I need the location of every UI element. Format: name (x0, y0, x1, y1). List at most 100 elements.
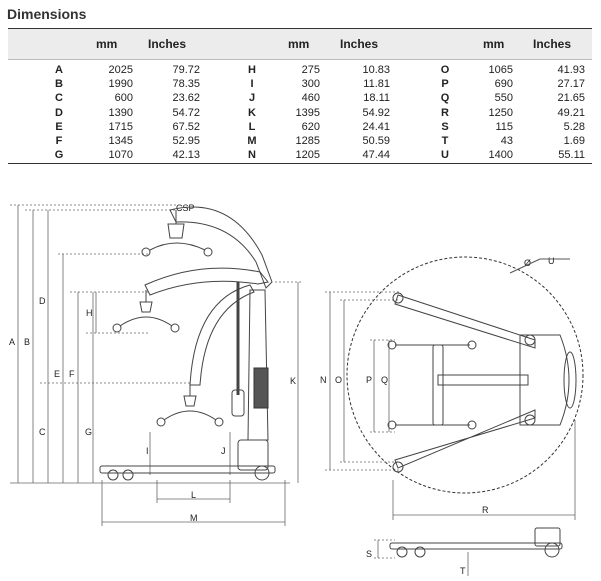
table-cell: 41.93 (557, 64, 585, 76)
table-cell: 1.69 (563, 134, 585, 147)
mm-col-1: 2025 1990 600 1390 1715 1345 1070 (93, 63, 133, 162)
dim-label-d: D (39, 296, 46, 306)
table-cell: 24.41 (362, 120, 390, 133)
table-cell: 27.17 (557, 78, 585, 91)
table-cell: 460 (301, 92, 320, 105)
dim-label-r: R (482, 505, 489, 515)
dim-label-j: J (221, 446, 226, 456)
table-cell: O (440, 64, 450, 76)
table-cell: N (248, 149, 256, 162)
side-view (10, 204, 302, 526)
dim-label-u: U (548, 256, 555, 266)
letters-col-1: A B C D E F G (52, 63, 66, 162)
table-cell: J (248, 92, 256, 105)
table-cell: C (55, 92, 63, 105)
page-title: Dimensions (7, 6, 87, 22)
dimensions-table: mm Inches mm Inches mm Inches A B C D E … (8, 28, 592, 164)
lift-diagram: A B C D E F G H I J K L M CSP N O P Q R … (9, 203, 584, 576)
table-cell: 275 (301, 64, 320, 76)
table-cell: 21.65 (557, 92, 585, 105)
dim-label-t: T (460, 566, 466, 576)
dim-label-l: L (191, 490, 196, 500)
table-cell: 23.62 (172, 92, 200, 105)
base-side-view (374, 527, 563, 576)
inches-col-2: 10.83 11.81 18.11 54.92 24.41 50.59 47.4… (348, 63, 390, 162)
table-cell: 79.72 (172, 64, 200, 76)
table-cell: 55.11 (558, 149, 585, 162)
dim-label-o: O (335, 375, 342, 385)
table-cell: 52.95 (172, 134, 200, 147)
table-cell: 1400 (488, 149, 513, 162)
inches-col-1: 79.72 78.35 23.62 54.72 67.52 52.95 42.1… (158, 63, 200, 162)
table-cell: 18.11 (363, 92, 390, 105)
table-cell: K (248, 106, 256, 119)
table-cell: 1070 (108, 149, 133, 162)
table-cell: M (247, 134, 257, 147)
table-cell: E (55, 120, 63, 133)
table-cell: 115 (495, 120, 513, 133)
table-cell: 54.92 (362, 106, 390, 119)
dim-label-e: E (54, 369, 60, 379)
header-mm-1: mm (96, 37, 118, 51)
spreader-bar-mid (112, 290, 180, 333)
dim-label-p: P (366, 375, 372, 385)
mm-col-2: 275 300 460 1395 620 1285 1205 (280, 63, 320, 162)
table-cell: 2025 (108, 64, 133, 76)
header-inches-2: Inches (340, 37, 379, 51)
dim-label-q: Q (381, 375, 388, 385)
table-cell: 1065 (488, 64, 513, 76)
dim-label-i: I (146, 446, 149, 456)
table-cell: 47.44 (362, 149, 390, 162)
table-cell: 1250 (488, 106, 513, 119)
table-cell: S (441, 120, 449, 133)
table-cell: G (54, 149, 64, 162)
letters-col-2: H I J K L M N (245, 63, 259, 162)
table-body: A B C D E F G 2025 1990 600 1390 1715 13… (8, 60, 592, 164)
table-cell: 11.81 (363, 78, 390, 91)
table-cell: 600 (114, 92, 133, 105)
dim-label-g: G (85, 427, 92, 437)
table-cell: 550 (494, 92, 513, 105)
header-mm-2: mm (288, 37, 310, 51)
dim-label-f: F (69, 369, 75, 379)
table-cell: F (55, 134, 63, 147)
table-cell: U (441, 149, 449, 162)
table-header: mm Inches mm Inches mm Inches (8, 28, 592, 60)
table-cell: 50.59 (362, 134, 390, 147)
table-cell: B (55, 78, 63, 91)
table-cell: 42.13 (172, 149, 200, 162)
dim-label-n: N (320, 375, 327, 385)
table-cell: 620 (301, 120, 320, 133)
table-cell: 10.83 (362, 64, 390, 76)
table-cell: L (248, 120, 256, 133)
table-cell: 1715 (108, 120, 133, 133)
table-cell: 54.72 (172, 106, 200, 119)
csp-label: CSP (176, 203, 195, 213)
dim-label-a: A (9, 337, 15, 347)
table-cell: 1990 (108, 78, 133, 91)
table-cell: Q (440, 92, 450, 105)
dim-label-k: K (290, 376, 296, 386)
table-cell: 1205 (295, 149, 320, 162)
dim-label-c: C (39, 427, 46, 437)
table-cell: I (250, 78, 254, 91)
table-cell: D (55, 106, 63, 119)
letters-col-3: O P Q R S T U (438, 63, 452, 162)
inches-col-3: 41.93 27.17 21.65 49.21 5.28 1.69 55.11 (543, 63, 585, 162)
mm-col-3: 1065 690 550 1250 115 43 1400 (473, 63, 513, 162)
table-cell: 690 (494, 78, 513, 91)
dim-label-m: M (190, 513, 198, 523)
dim-label-h: H (86, 308, 93, 318)
table-cell: 1395 (295, 106, 320, 119)
table-cell: 300 (301, 78, 320, 91)
table-cell: 5.28 (563, 120, 585, 133)
table-cell: 78.35 (172, 78, 200, 91)
header-inches-3: Inches (533, 37, 572, 51)
table-cell: T (441, 134, 449, 147)
table-cell: 1390 (108, 106, 133, 119)
table-cell: 67.52 (172, 120, 200, 133)
table-cell: P (441, 78, 449, 91)
spreader-bar-top (141, 210, 213, 257)
spreader-bar-low (156, 383, 224, 427)
header-inches-1: Inches (148, 37, 187, 51)
